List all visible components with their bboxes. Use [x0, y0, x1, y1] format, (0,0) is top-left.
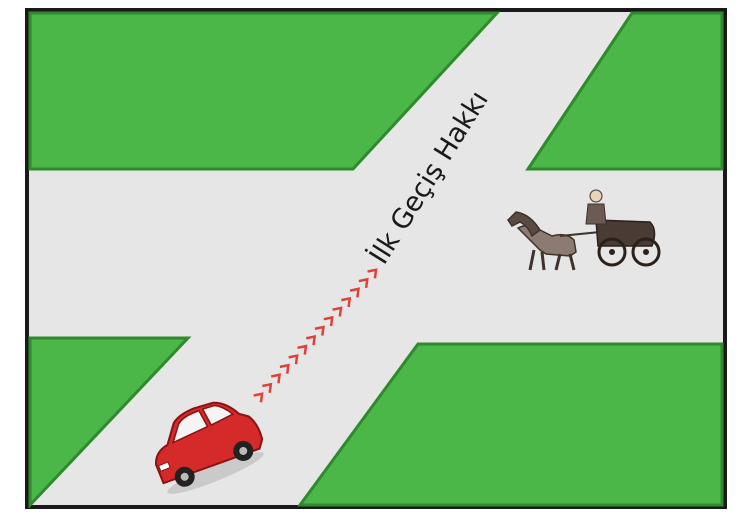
- intersection-scene: İlk Geçiş Hakkı: [0, 0, 745, 529]
